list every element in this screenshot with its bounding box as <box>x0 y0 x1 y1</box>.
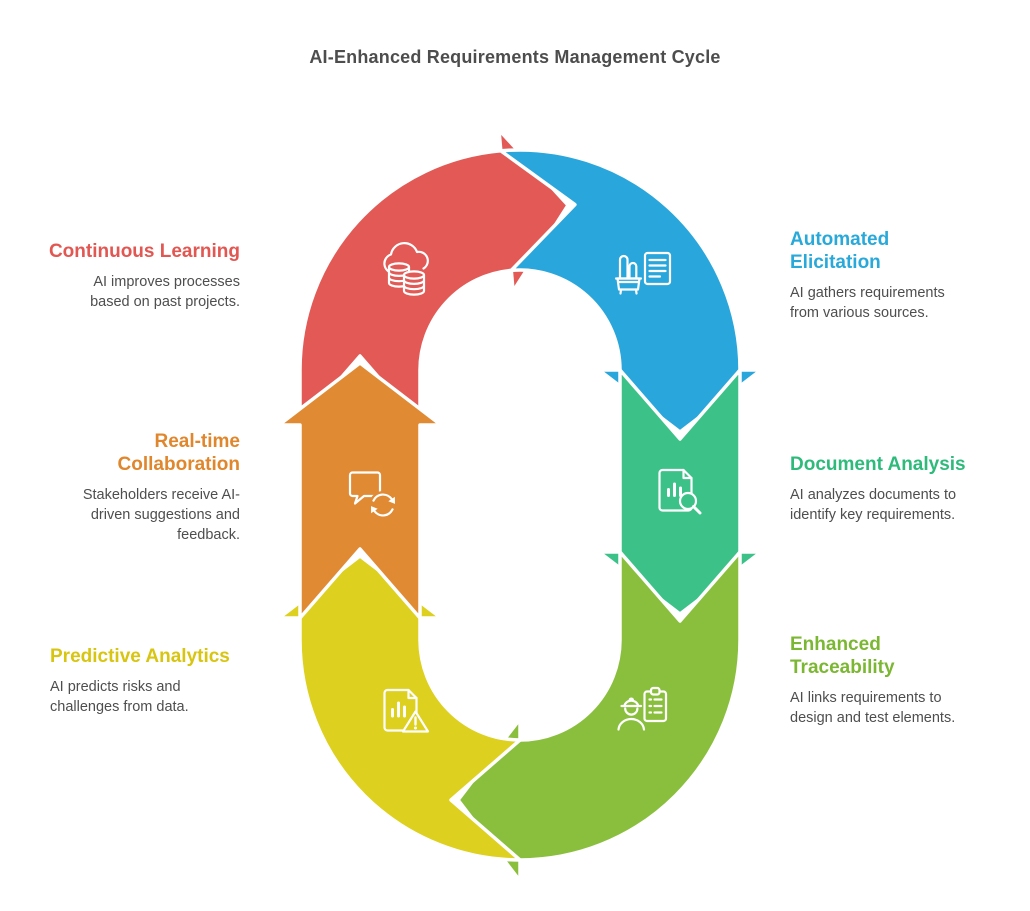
document-outline <box>643 251 672 286</box>
container-rim <box>614 277 643 284</box>
step-automated-elicitation: Automated Elicitation AI gathers require… <box>790 228 1010 323</box>
magnifier-lens <box>678 491 698 511</box>
segment-real-time-collaboration <box>277 361 443 620</box>
hard-hat-crest <box>628 697 634 701</box>
step-predictive-analytics: Predictive Analytics AI predicts risks a… <box>50 645 250 717</box>
step-title: Enhanced Traceability <box>790 634 895 678</box>
cloud-database-icon <box>383 242 429 296</box>
container-feet <box>619 288 638 295</box>
bar-chart <box>391 701 406 718</box>
document-search-icon <box>658 468 702 515</box>
warning-exclamation-dot <box>414 726 417 730</box>
stakeholder-document-icon <box>614 251 672 295</box>
chat-sync-icon <box>348 471 396 519</box>
hard-hat-dome <box>623 699 640 708</box>
step-title: Predictive Analytics <box>50 646 230 667</box>
step-title: Automated Elicitation <box>790 229 890 273</box>
step-description: AI gathers requirements from various sou… <box>790 285 945 321</box>
step-description: AI analyzes documents to identify key re… <box>790 487 957 523</box>
step-description: Stakeholders receive AI- driven suggesti… <box>82 487 240 543</box>
diagram-title: AI-Enhanced Requirements Management Cycl… <box>309 47 721 67</box>
segment-automated-elicitation <box>499 148 763 434</box>
step-title: Document Analysis <box>790 454 966 475</box>
document-warning-icon <box>383 688 430 733</box>
step-title: Real-time Collaboration <box>117 431 240 475</box>
document-fold <box>407 688 418 700</box>
segment-continuous-learning <box>298 128 570 427</box>
container-base <box>616 277 641 291</box>
database-cylinder-rims <box>402 273 426 291</box>
magnifier-handle <box>692 505 702 515</box>
person-figure <box>618 254 629 283</box>
engineer-checklist-icon <box>617 686 668 731</box>
step-enhanced-traceability: Enhanced Traceability AI links requireme… <box>790 633 1010 728</box>
cloud-outline <box>383 242 429 275</box>
step-description: AI predicts risks and challenges from da… <box>50 679 189 715</box>
bar-chart <box>667 482 682 497</box>
sync-arrow-arc <box>372 493 393 502</box>
step-document-analysis: Document Analysis AI analyzes documents … <box>790 453 1010 525</box>
person-shoulders <box>617 717 646 731</box>
checklist-lines <box>648 698 663 714</box>
step-description: AI improves processes based on past proj… <box>90 274 240 310</box>
step-continuous-learning: Continuous Learning AI improves processe… <box>40 240 240 312</box>
document-text-lines <box>648 258 667 278</box>
clipboard-clip <box>649 686 661 696</box>
step-title: Continuous Learning <box>48 241 240 262</box>
person-face <box>624 707 639 716</box>
sync-arrow-arc <box>373 508 394 517</box>
sync-arrowhead <box>371 506 378 514</box>
step-real-time-collaboration: Real-time Collaboration Stakeholders rec… <box>40 430 240 545</box>
step-description: AI links requirements to design and test… <box>790 690 956 726</box>
segment-enhanced-traceability <box>456 550 742 883</box>
document-fold <box>682 468 693 480</box>
sync-arrowhead <box>388 496 395 504</box>
